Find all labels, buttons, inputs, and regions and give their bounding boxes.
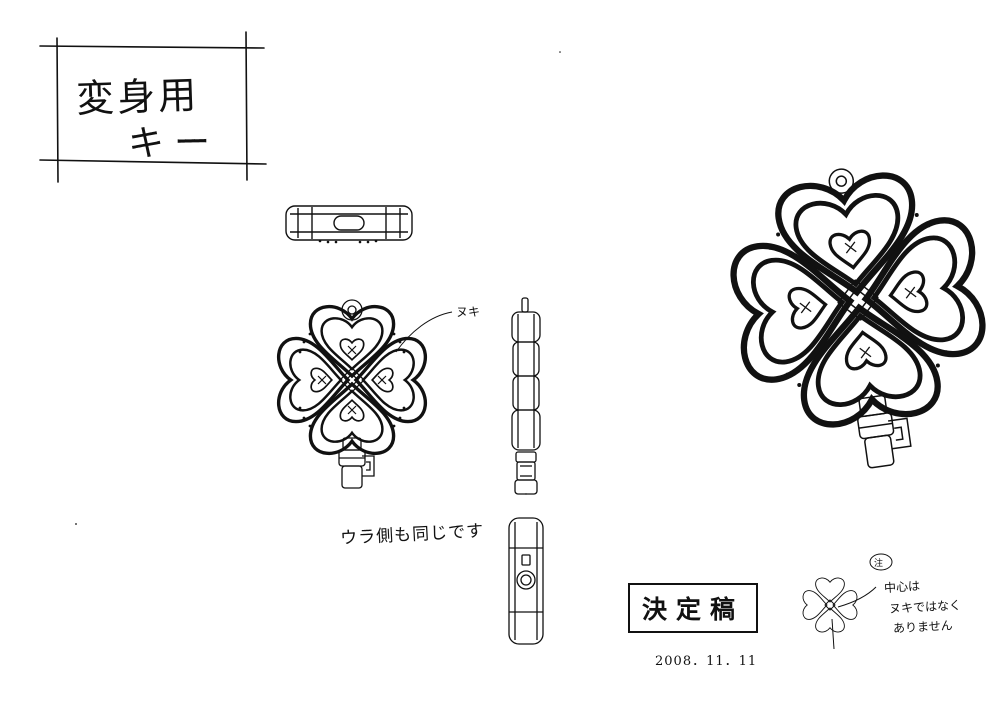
final-draft-stamp: 決定稿: [628, 583, 758, 633]
key-front-view: [276, 299, 428, 489]
title-line-2: キー: [127, 122, 221, 165]
note-tag: 注: [874, 559, 884, 569]
nuki-leader-line: [395, 311, 453, 353]
title-frame: [39, 31, 267, 183]
note-tag-circle: [869, 553, 893, 571]
note-line-3: ありません: [892, 618, 953, 636]
clover-sketch: [802, 577, 877, 650]
note-line-1: 中心は: [883, 578, 921, 596]
stamp-date: 2008．11．11: [655, 654, 758, 669]
key-side-view: [511, 297, 541, 495]
key-bottom-view: [508, 517, 544, 645]
nuki-label: ヌキ: [456, 305, 481, 319]
key-perspective-view: [721, 168, 1000, 469]
paper-specks: [75, 51, 561, 525]
key-top-view: [285, 205, 413, 244]
